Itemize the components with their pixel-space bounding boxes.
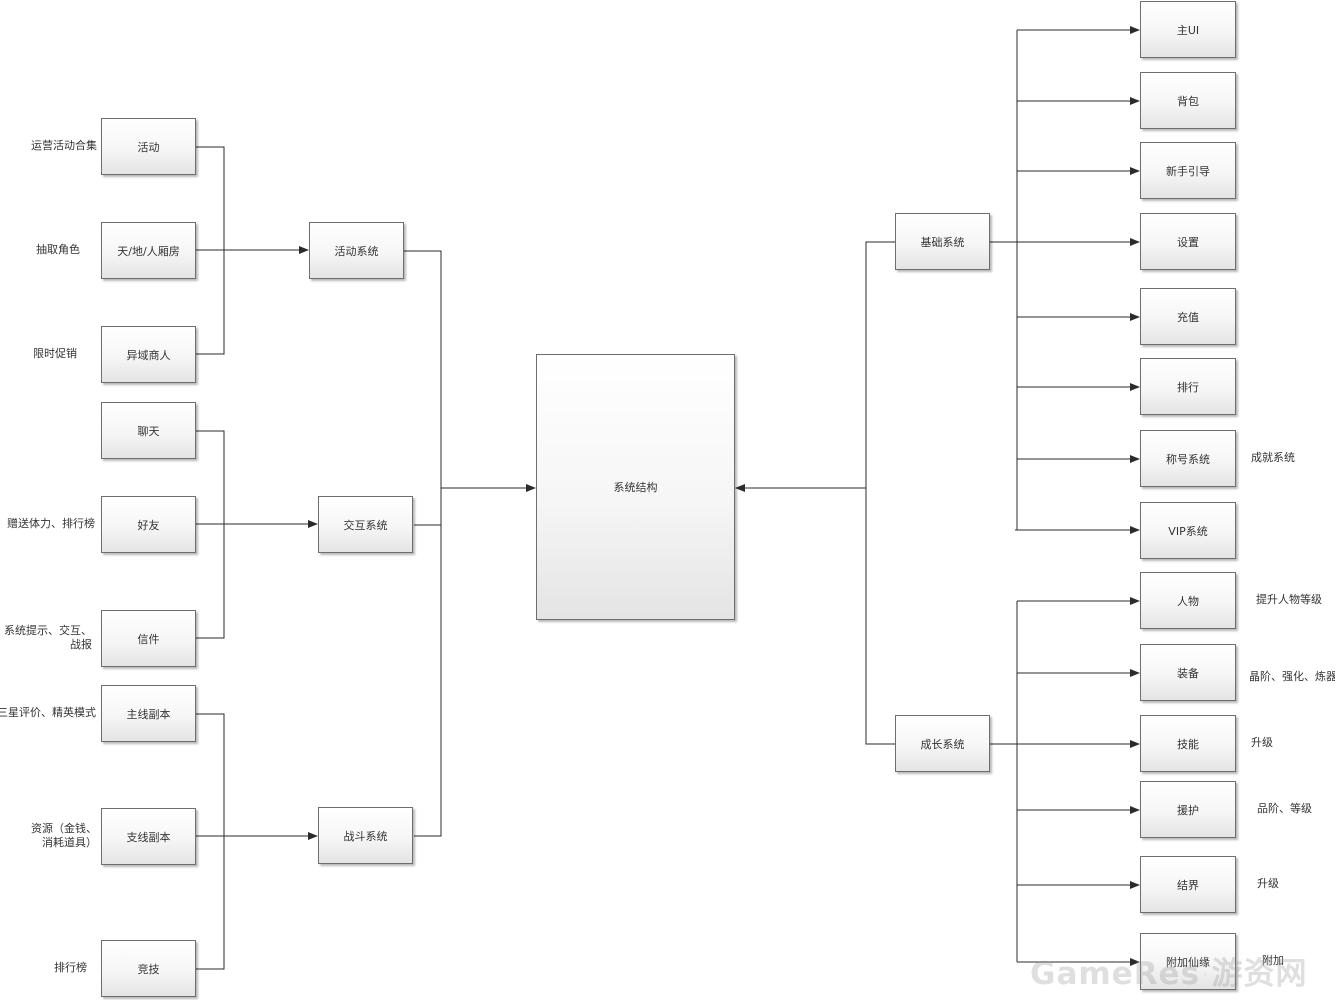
node-label: 交互系统 [343,518,388,532]
node-label: 成长系统 [920,737,965,751]
node-label: 技能 [1177,737,1199,751]
node-label: 援护 [1177,803,1199,817]
node-label: 装备 [1177,666,1199,680]
activity-item-node[interactable]: 活动 [101,118,196,175]
node-label: VIP系统 [1168,524,1208,538]
battle-item-node[interactable]: 主线副本 [101,685,196,742]
activity-system-node[interactable]: 活动系统 [309,222,404,279]
social-item-note: 系统提示、交互、 战报 [4,624,92,652]
node-label: 好友 [137,518,160,532]
left-trunk [404,250,442,837]
battle-item-node[interactable]: 竞技 [101,940,196,997]
social-item-node[interactable]: 信件 [101,610,196,667]
base-item-node[interactable]: 排行 [1140,358,1236,415]
activity-item-note: 限时促销 [33,347,77,360]
social-item-note: 赠送体力、排行榜 [7,517,95,530]
node-label: 天/地/人厢房 [117,244,180,258]
node-label: 竞技 [137,962,160,976]
base-item-node[interactable]: VIP系统 [1140,502,1236,559]
battle-item-node[interactable]: 支线副本 [101,808,196,865]
node-label: 主线副本 [126,707,171,721]
node-label: 新手引导 [1166,164,1210,178]
node-label: 排行 [1177,380,1199,394]
growth-item-note: 升级 [1251,736,1273,749]
battle-system-node[interactable]: 战斗系统 [318,807,413,864]
right-trunk [865,241,895,745]
node-label: 信件 [137,632,160,646]
note-line: 战报 [70,638,92,651]
social-item-node[interactable]: 聊天 [101,402,196,459]
node-label: 主UI [1176,23,1200,37]
activity-item-node[interactable]: 异域商人 [101,326,196,383]
node-label: 称号系统 [1166,452,1210,466]
growth-item-note: 品阶、等级 [1257,802,1312,815]
growth-item-note: 提升人物等级 [1256,593,1322,606]
note-line: 系统提示、交互、 [4,624,92,637]
social-system-node[interactable]: 交互系统 [318,496,413,553]
activity-item-node[interactable]: 天/地/人厢房 [101,222,196,279]
node-label: 背包 [1177,94,1199,108]
node-label: 人物 [1177,594,1199,608]
social-item-node[interactable]: 好友 [101,496,196,553]
growth-item-node[interactable]: 人物 [1140,572,1236,629]
node-label: 活动系统 [334,244,379,258]
center-node[interactable]: 系统结构 [536,354,735,620]
base-spine [990,30,1018,531]
center-node-label: 系统结构 [613,481,658,494]
node-label: 附加仙缘 [1166,955,1210,969]
battle-item-note: 排行榜 [54,961,87,974]
growth-item-node[interactable]: 技能 [1140,715,1236,772]
base-item-node[interactable]: 主UI [1140,1,1236,58]
growth-item-node[interactable]: 援护 [1140,781,1236,838]
battle-item-note: 三星评价、精英模式 [0,706,96,719]
node-label: 战斗系统 [343,829,388,843]
growth-system-node[interactable]: 成长系统 [895,715,990,772]
node-label: 设置 [1177,235,1199,249]
base-item-node[interactable]: 充值 [1140,288,1236,345]
watermark-dot: ◦ [1202,970,1210,981]
base-system-node[interactable]: 基础系统 [895,213,990,270]
activity-item-note: 运营活动合集 [31,139,97,152]
watermark-domain: 游资网 [1211,956,1308,992]
note-line: 资源（金钱、 [31,822,97,835]
node-label: 基础系统 [920,235,965,249]
base-item-note: 成就系统 [1251,451,1295,464]
growth-item-node[interactable]: 附加仙缘 [1140,933,1236,990]
watermark-brand: GameRes [1030,956,1201,992]
node-label: 充值 [1177,310,1199,324]
growth-item-node[interactable]: 结界 [1140,856,1236,913]
growth-item-note: 附加 [1262,954,1284,967]
base-item-node[interactable]: 称号系统 [1140,430,1236,487]
growth-item-note: 升级 [1257,877,1279,890]
node-label: 结界 [1177,878,1199,892]
battle-item-note: 资源（金钱、 消耗道具） [31,822,97,850]
growth-item-node[interactable]: 装备 [1140,644,1236,701]
growth-spine [990,601,1018,962]
node-label: 异域商人 [126,348,171,362]
node-label: 活动 [137,140,160,154]
base-item-node[interactable]: 设置 [1140,213,1236,270]
battle-bracket [196,713,225,970]
growth-item-note: 晶阶、强化、炼器 [1249,670,1335,683]
social-bracket [196,430,225,639]
watermark: GameRes◦游资网 [1030,948,1307,993]
base-item-node[interactable]: 背包 [1140,72,1236,129]
node-label: 支线副本 [126,830,171,844]
note-line: 消耗道具） [42,836,97,849]
base-item-node[interactable]: 新手引导 [1140,142,1236,199]
activity-item-note: 抽取角色 [36,243,80,256]
node-label: 聊天 [137,424,160,438]
